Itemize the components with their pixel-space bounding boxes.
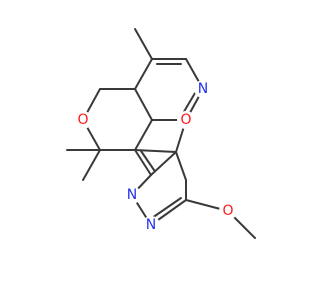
bond: [175, 151, 187, 181]
bond: [134, 88, 153, 121]
molecule-structure: O N O N N O: [66, 28, 256, 239]
atom-label: N: [127, 187, 137, 203]
atom-n-pyrimidine-bottom: N: [142, 216, 160, 234]
bond: [134, 149, 177, 153]
bond: [150, 151, 177, 176]
bond: [140, 150, 155, 171]
bond: [134, 149, 152, 176]
atom-label: N: [146, 217, 156, 233]
atom-o-ring: O: [74, 111, 92, 129]
bond: [82, 149, 101, 181]
atom-o-methoxy: O: [219, 202, 237, 220]
bond: [134, 58, 153, 90]
bond: [134, 119, 153, 151]
atom-o-furan: O: [177, 111, 195, 129]
atom-label: N: [198, 81, 208, 97]
atom-label: O: [222, 203, 233, 219]
atoms-layer: O N O N N O: [74, 80, 237, 234]
atom-n-pyridine: N: [194, 80, 212, 98]
atom-label: O: [180, 112, 191, 128]
atom-label: O: [77, 112, 88, 128]
bond: [151, 197, 182, 219]
atom-n-pyrimidine-top: N: [123, 186, 141, 204]
bond: [134, 28, 153, 60]
